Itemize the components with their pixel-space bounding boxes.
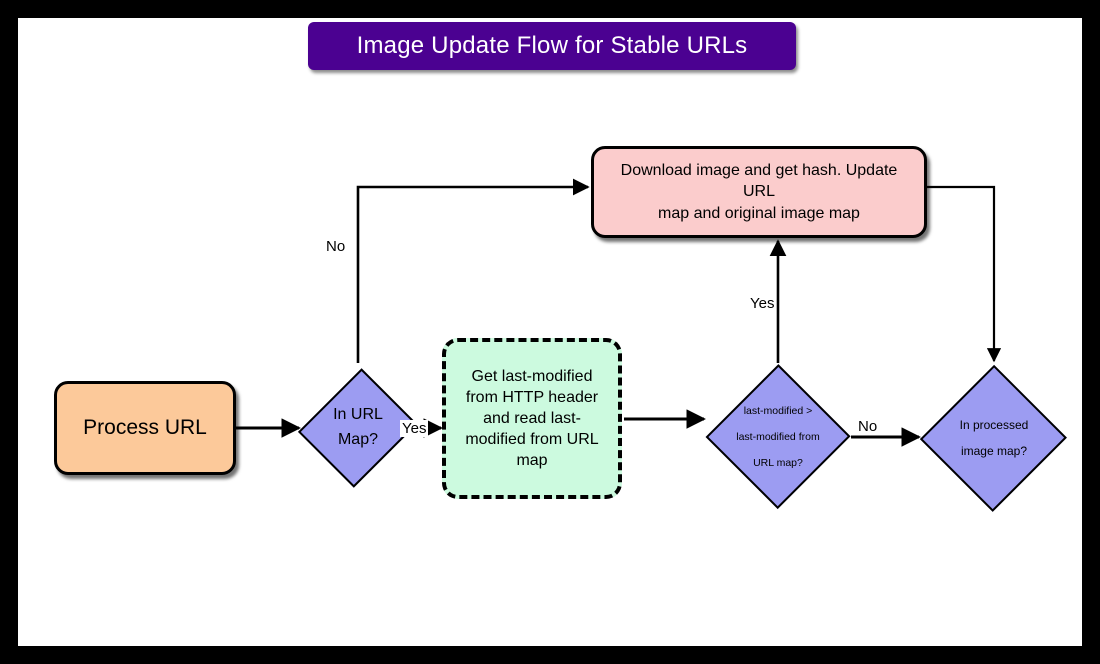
node-process-url-label: Process URL	[83, 416, 207, 440]
node-get-lastmod-line-2: from HTTP header	[465, 388, 599, 406]
node-lastmod-compare-line-1: last-modified >	[743, 404, 813, 417]
edge-label-yes-lastmod-compare: Yes	[748, 295, 777, 312]
node-download-update[interactable]: Download image and get hash. Update URL …	[591, 146, 927, 238]
node-get-lastmod-line-5: map	[516, 452, 548, 470]
node-get-lastmod-line-1: Get last-modified	[471, 367, 593, 385]
edge-label-no-in-url-map: No	[324, 238, 348, 255]
edge-label-yes-in-url-map: Yes	[400, 420, 429, 437]
node-in-url-map-line-2: Map?	[337, 431, 378, 448]
node-lastmod-compare-line-3: URL map?	[753, 457, 803, 470]
node-lastmod-compare-label: last-modified > last-modified from URL m…	[723, 364, 832, 510]
page-title: Image Update Flow for Stable URLs	[356, 32, 748, 59]
node-in-processed-map-line-2: image map?	[960, 444, 1027, 458]
node-lastmod-compare-line-2: last-modified from	[736, 430, 820, 443]
node-in-url-map-label: In URL Map?	[315, 364, 400, 492]
node-download-update-line-1: Download image and get hash. Update URL	[620, 162, 898, 201]
node-get-lastmod-line-3: and read last-	[483, 409, 581, 427]
node-get-lastmod-line-4: modified from URL	[465, 431, 599, 449]
node-get-lastmod[interactable]: Get last-modified from HTTP header and r…	[442, 338, 622, 499]
node-in-url-map[interactable]: In URL Map?	[297, 364, 418, 492]
node-in-processed-map-line-1: In processed	[959, 417, 1029, 432]
edge-inurlmap-no-to-download	[356, 178, 590, 363]
node-lastmod-compare[interactable]: last-modified > last-modified from URL m…	[705, 364, 851, 510]
diagram-title-bar: Image Update Flow for Stable URLs	[308, 22, 796, 70]
edge-layer	[236, 178, 1002, 447]
diagram-canvas: Image Update Flow for Stable URLs Proces…	[18, 18, 1082, 646]
node-process-url[interactable]: Process URL	[54, 381, 236, 475]
edge-label-no-lastmod-compare: No	[856, 418, 880, 435]
node-get-lastmod-label: Get last-modified from HTTP header and r…	[455, 366, 608, 472]
node-in-processed-map-label: In processed image map?	[939, 364, 1050, 512]
node-download-update-line-2: map and original image map	[658, 204, 860, 222]
edge-download-to-processed	[927, 185, 1002, 363]
node-in-processed-map[interactable]: In processed image map?	[920, 364, 1068, 512]
node-download-update-label: Download image and get hash. Update URL …	[594, 160, 924, 223]
node-in-url-map-line-1: In URL	[333, 406, 383, 424]
